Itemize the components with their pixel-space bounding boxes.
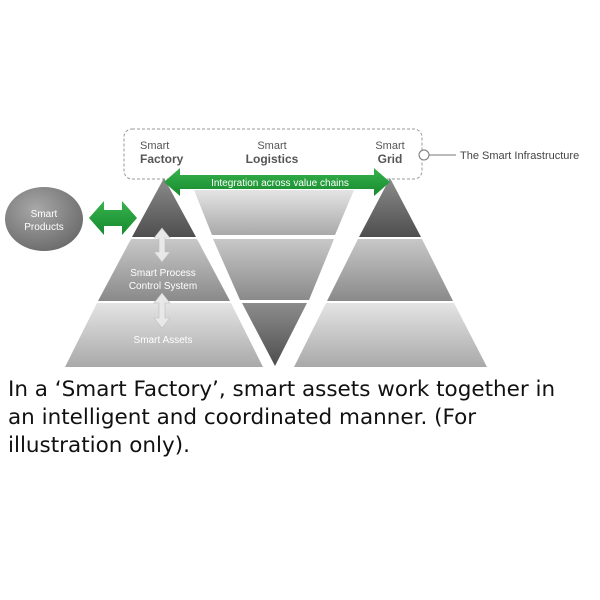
integration-double-arrow-icon — [164, 168, 390, 196]
smart-grid-label-line1: Smart — [375, 140, 404, 152]
smart-assets-label: Smart Assets — [134, 335, 193, 346]
integration-label: Integration across value chains — [211, 178, 349, 189]
smart-logistics-pyramid — [194, 190, 354, 366]
factory-bottom-layer — [65, 303, 263, 367]
logistics-bottom-layer — [242, 303, 307, 366]
figure-caption: In a ‘Smart Factory’, smart assets work … — [8, 377, 556, 458]
smart-factory-label-line2: Factory — [140, 152, 184, 166]
grid-middle-layer — [327, 239, 453, 301]
smart-logistics-label-line1: Smart — [257, 140, 286, 152]
smart-infrastructure-diagram: Smart Factory Smart Logistics Smart Grid… — [5, 128, 579, 367]
smart-logistics-label-line2: Logistics — [246, 152, 299, 166]
logistics-top-layer — [194, 190, 354, 235]
connector-circle-icon — [418, 149, 430, 161]
assets-double-arrow-icon — [153, 292, 171, 329]
factory-top-layer — [132, 178, 196, 237]
smart-factory-label-line1: Smart — [140, 140, 169, 152]
grid-bottom-layer — [294, 303, 487, 367]
smart-products-label-line1: Smart — [31, 209, 58, 220]
grid-top-layer — [359, 178, 421, 237]
smart-process-label-line1: Smart Process — [130, 268, 196, 279]
smart-grid-pyramid — [294, 178, 487, 367]
smart-process-label-line2: Control System — [129, 281, 197, 292]
products-factory-double-arrow-icon — [89, 201, 137, 235]
process-double-arrow-icon — [153, 227, 171, 263]
smart-factory-pyramid — [65, 178, 263, 367]
smart-infrastructure-label: The Smart Infrastructure — [460, 150, 579, 162]
smart-products-label-line2: Products — [24, 222, 63, 233]
logistics-middle-layer — [213, 239, 334, 300]
smart-products-circle — [5, 187, 83, 251]
smart-grid-label-line2: Grid — [378, 152, 403, 166]
factory-middle-layer — [98, 239, 230, 301]
